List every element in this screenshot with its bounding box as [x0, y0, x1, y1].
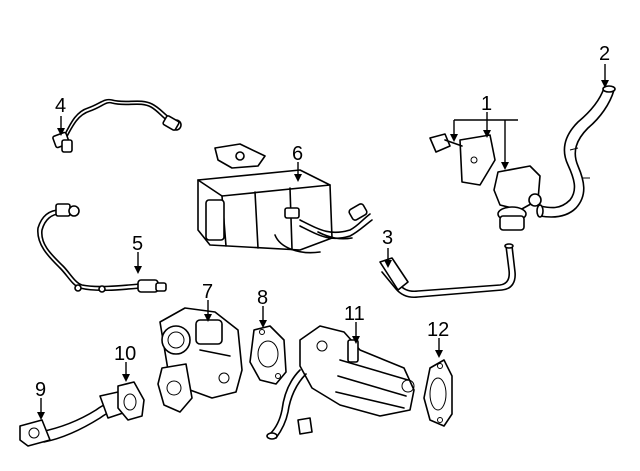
part-7-egr-valve[interactable]: [157, 307, 243, 413]
callout-numbers: 1 2 3 4 5 6 7 8 9 10 11 12: [35, 43, 610, 401]
part-11-egr-cooler[interactable]: [266, 325, 415, 440]
part-10-gasket[interactable]: [117, 381, 145, 421]
leader-lines: [37, 64, 609, 420]
callout-5[interactable]: 5: [132, 233, 143, 255]
callout-3[interactable]: 3: [382, 227, 393, 249]
part-6-charcoal-canister[interactable]: [197, 143, 373, 254]
part-1-vacuum-pump[interactable]: [429, 133, 542, 231]
callout-4[interactable]: 4: [55, 95, 66, 117]
callout-8[interactable]: 8: [257, 287, 268, 309]
part-2-hose[interactable]: [536, 85, 616, 218]
part-5-oxygen-sensor[interactable]: [37, 203, 167, 293]
part-12-gasket[interactable]: [423, 359, 453, 427]
part-8-gasket[interactable]: [249, 325, 287, 385]
callout-9[interactable]: 9: [35, 379, 46, 401]
callout-11[interactable]: 11: [344, 303, 365, 325]
callout-10[interactable]: 10: [114, 343, 136, 365]
callout-1[interactable]: 1: [481, 93, 492, 115]
part-4-oxygen-sensor[interactable]: [52, 98, 182, 153]
callout-7[interactable]: 7: [202, 281, 213, 303]
part-3-tube[interactable]: [379, 243, 516, 299]
callout-12[interactable]: 12: [427, 319, 449, 341]
callout-2[interactable]: 2: [599, 43, 610, 65]
callout-6[interactable]: 6: [292, 143, 303, 165]
